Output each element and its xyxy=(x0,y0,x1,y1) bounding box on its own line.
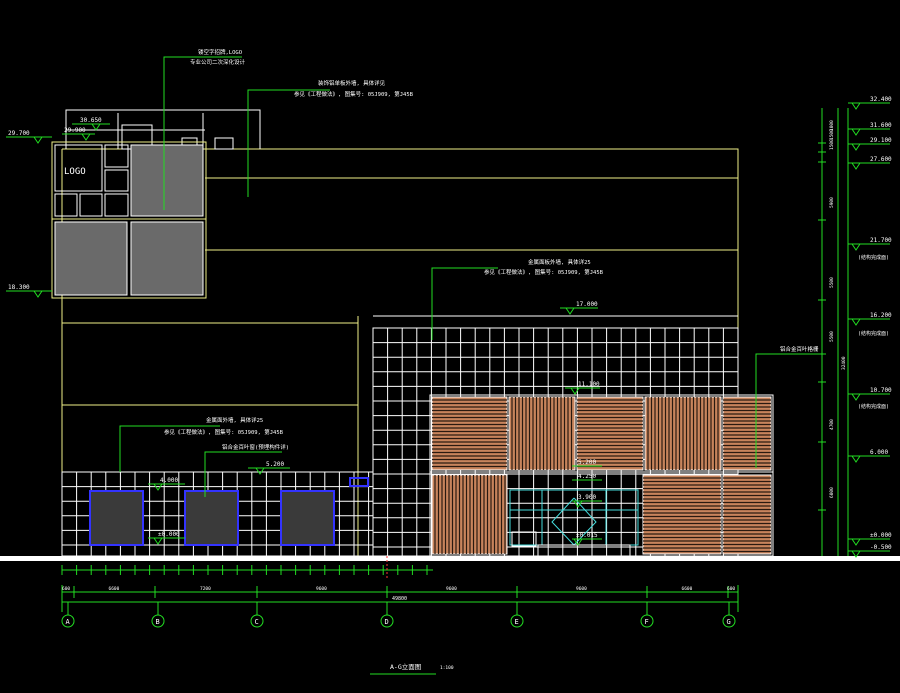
level-0000-left: ±0.000 xyxy=(158,531,180,538)
level-18300: 18.300 xyxy=(8,284,30,291)
small-dimension-chain xyxy=(61,565,433,575)
wood-panel xyxy=(722,396,772,471)
wood-panel xyxy=(576,396,644,471)
axis-bubble xyxy=(380,614,394,628)
right-dimension: 32400 xyxy=(841,356,847,370)
annotation-4-line1: 金属面外墙, 具体详25 xyxy=(206,416,263,424)
axis-bubble xyxy=(510,614,524,628)
axis-label: B xyxy=(156,618,160,626)
axis-bubble xyxy=(61,614,75,628)
right-level-mark: 31.600 xyxy=(870,122,892,129)
right-level-mark: 32.400 xyxy=(870,96,892,103)
right-dimension: 1500 xyxy=(829,139,835,150)
axis-label: C xyxy=(255,618,259,626)
axis-bubble xyxy=(151,614,165,628)
roof-structures xyxy=(65,109,261,150)
annotation-leaders xyxy=(119,56,820,497)
annotation-3-line2: 参见《工程做法》, 图集号: 05J909, 第J45B xyxy=(484,268,604,276)
logo-text: LOGO xyxy=(64,167,86,177)
right-level-mark: (结构完成面) xyxy=(858,254,889,261)
bottom-dimension: 600 xyxy=(727,586,735,592)
wood-panel xyxy=(642,474,722,555)
right-level-mark: -0.500 xyxy=(870,544,892,551)
right-level-mark: (结构完成面) xyxy=(858,330,889,337)
axis-bubble xyxy=(640,614,654,628)
right-dimension: 5500 xyxy=(829,277,835,288)
level-29900: 29.900 xyxy=(64,127,86,134)
level-30650: 30.650 xyxy=(80,117,102,124)
ground-line xyxy=(0,556,900,561)
right-dimension: 1500 xyxy=(829,129,835,140)
level-5200-a: 5.200 xyxy=(266,461,284,468)
level-3900: 3.900 xyxy=(578,494,596,501)
annotation-1-line1: 镂空字招牌,LOGO xyxy=(198,48,242,56)
total-dimension: 49800 xyxy=(392,596,407,602)
level-0015: ±0.015 xyxy=(576,532,598,539)
axis-label: A xyxy=(66,618,71,626)
right-level-mark: ±0.000 xyxy=(870,532,892,539)
main-building-outline xyxy=(61,148,739,556)
wood-panel xyxy=(722,474,772,555)
wood-facade-block xyxy=(429,394,774,557)
annotation-3-line1: 金属面板外墙, 具体详25 xyxy=(528,258,591,266)
axis-label: G xyxy=(727,618,731,626)
annotation-2-line1: 装饰铝单板外墙, 具体详见 xyxy=(318,79,386,87)
bottom-dimension: 7200 xyxy=(200,586,211,592)
right-dimension: 4700 xyxy=(829,419,835,430)
bottom-dimension: 6600 xyxy=(109,586,120,592)
right-level-mark: 27.600 xyxy=(870,156,892,163)
right-level-mark: 21.700 xyxy=(870,237,892,244)
right-dimension: 5500 xyxy=(829,331,835,342)
axis-label: F xyxy=(645,618,649,626)
right-dimension: 5900 xyxy=(829,197,835,208)
axis-label: E xyxy=(515,618,519,626)
axis-bubble xyxy=(250,614,264,628)
logo-signboard: LOGO xyxy=(51,141,207,299)
right-level-mark: 29.100 xyxy=(870,137,892,144)
level-17000: 17.000 xyxy=(576,301,598,308)
right-dimension: 6000 xyxy=(829,487,835,498)
level-5200-b: 5.200 xyxy=(578,459,596,466)
level-4000: 4.000 xyxy=(160,477,178,484)
louver-windows-left xyxy=(89,477,369,546)
level-29700: 29.700 xyxy=(8,130,30,137)
bottom-dimension: 9600 xyxy=(576,586,587,592)
annotation-2-line2: 参见《工程做法》, 图集号: 05J909, 第J45B xyxy=(294,90,414,98)
level-4250: 4.250 xyxy=(578,473,596,480)
bottom-dimension: 6600 xyxy=(682,586,693,592)
annotation-5-line1: 铝合金百叶窗(预埋构件详) xyxy=(222,443,289,451)
bottom-dimension: 600 xyxy=(62,586,70,592)
bottom-dimension: 9600 xyxy=(446,586,457,592)
drawing-scale: 1:100 xyxy=(440,665,454,671)
annotation-6-line1: 铝合金百叶格栅 xyxy=(780,345,819,353)
annotation-1-line2: 专业公司二次深化设计 xyxy=(190,58,246,66)
right-dimension: 1000 xyxy=(829,120,835,131)
axis-label: D xyxy=(385,618,389,626)
right-level-mark: 10.700 xyxy=(870,387,892,394)
glass-entrance xyxy=(509,489,639,557)
right-level-mark: 16.200 xyxy=(870,312,892,319)
wood-panel xyxy=(431,396,508,471)
level-11100: 11.100 xyxy=(578,381,600,388)
drawing-title: A-G立面图 xyxy=(390,662,421,671)
right-level-mark: 6.000 xyxy=(870,449,888,456)
axis-bubble xyxy=(722,614,736,628)
left-level-marks: 29.700 30.650 29.900 18.300 17.000 11.10… xyxy=(6,117,602,546)
bottom-dimension: 9600 xyxy=(316,586,327,592)
right-level-mark: (结构完成面) xyxy=(858,403,889,410)
annotation-4-line2: 参见《工程做法》, 图集号: 05J909, 第J45B xyxy=(164,428,284,436)
right-level-column xyxy=(821,108,849,556)
